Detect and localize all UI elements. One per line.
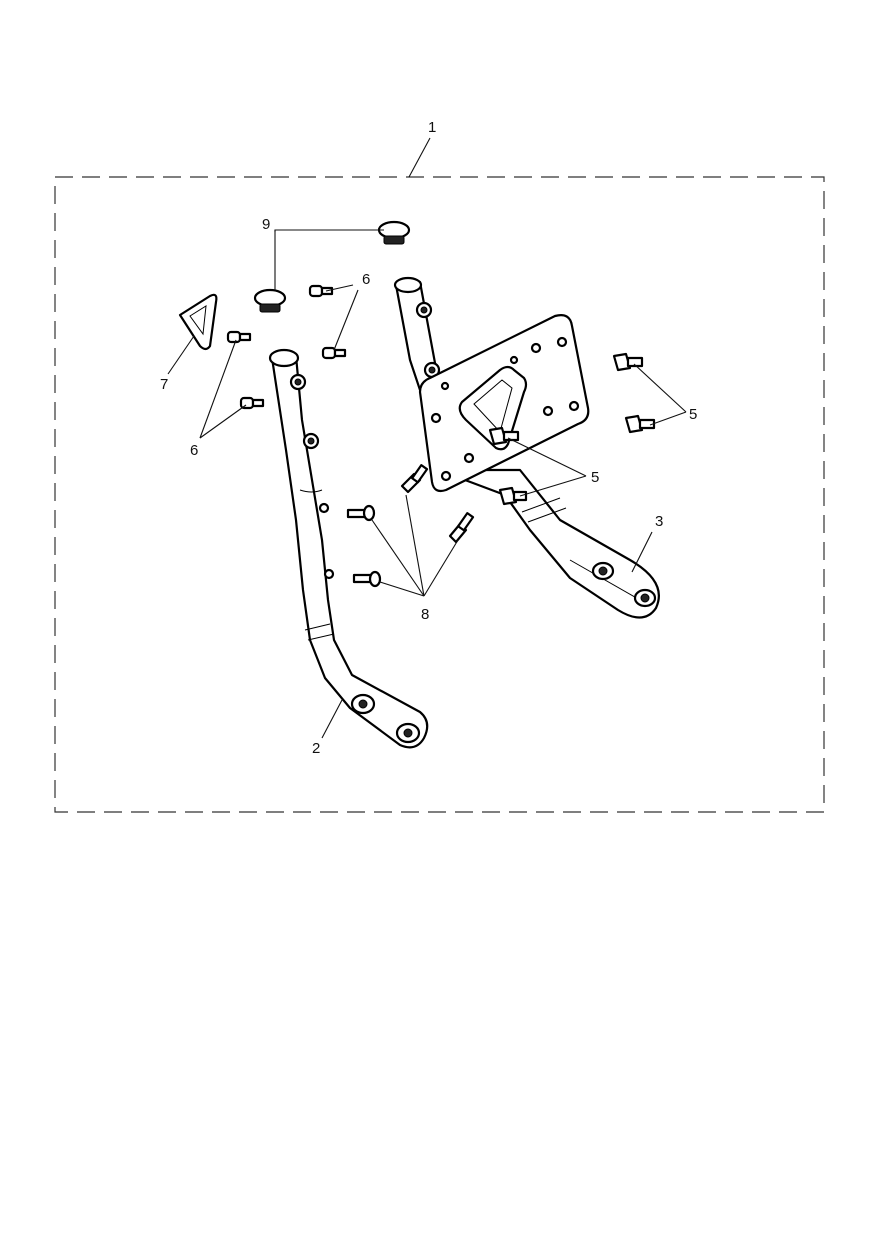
- callout-3: 3: [655, 513, 663, 530]
- callout-2: 2: [312, 740, 320, 757]
- screw-6-a: [308, 284, 334, 298]
- right-bracket-with-plate: [393, 276, 660, 619]
- callout-6-left: 6: [190, 442, 198, 459]
- leader-lines: [167, 137, 687, 739]
- left-bracket: [268, 348, 429, 749]
- blanking-plug-b: [253, 288, 287, 313]
- screw-6-d: [239, 396, 265, 410]
- kit-boundary: [54, 176, 825, 813]
- blanking-plug-a: [377, 220, 411, 245]
- screw-6-c: [226, 330, 252, 344]
- callout-8: 8: [421, 606, 429, 623]
- callout-7: 7: [160, 376, 168, 393]
- triangle-clip: [178, 293, 218, 351]
- pin-8-a: [400, 464, 429, 494]
- bolt-5-b: [624, 414, 656, 434]
- callout-9: 9: [262, 216, 270, 233]
- callout-5-center: 5: [591, 469, 599, 486]
- bolt-5-a: [612, 352, 644, 372]
- pin-8-c: [448, 512, 475, 544]
- pin-8-d: [352, 570, 382, 588]
- pin-8-b: [346, 504, 376, 522]
- callout-1: 1: [428, 119, 436, 136]
- callout-6-top: 6: [362, 271, 370, 288]
- screw-6-b: [321, 346, 347, 360]
- callout-5-right: 5: [689, 406, 697, 423]
